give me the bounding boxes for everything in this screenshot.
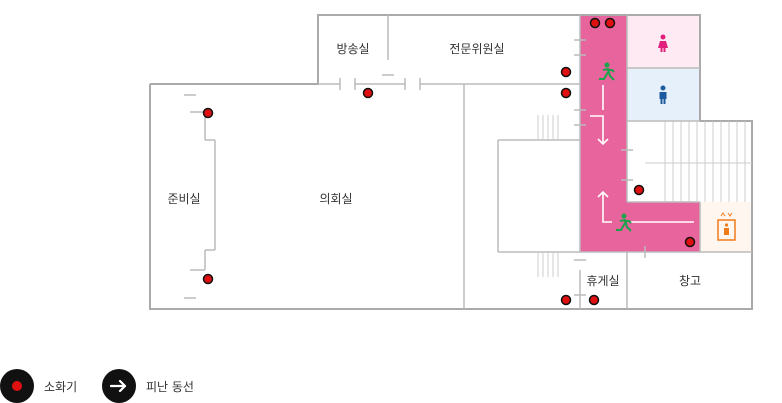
fire-extinguisher-icon bbox=[684, 236, 696, 248]
evacuation-route bbox=[590, 85, 694, 223]
legend-extinguisher: 소화기 bbox=[0, 369, 77, 403]
legend-evacuation-label: 피난 동선 bbox=[146, 379, 194, 394]
fire-extinguisher-icon bbox=[560, 66, 572, 78]
arrow-right-icon bbox=[102, 369, 136, 403]
room-label-committee[interactable]: 전문위원실 bbox=[449, 42, 504, 56]
fire-extinguisher-icon bbox=[560, 294, 572, 306]
room-label-council[interactable]: 의회실 bbox=[319, 192, 352, 206]
running-exit-icon bbox=[599, 62, 615, 81]
elevator-icon bbox=[717, 212, 736, 241]
stairs-left bbox=[537, 115, 559, 277]
evac-arrow-up bbox=[597, 190, 609, 198]
stairs-right bbox=[645, 121, 752, 202]
fire-extinguishers bbox=[202, 17, 696, 306]
door-marks bbox=[184, 39, 646, 299]
female-restroom-icon bbox=[658, 34, 668, 52]
running-exit-icon bbox=[616, 213, 632, 232]
fire-extinguisher-icon bbox=[202, 107, 214, 119]
fire-extinguisher-icon bbox=[589, 17, 601, 29]
fire-extinguisher-icon bbox=[362, 87, 374, 99]
room-label-storage[interactable]: 창고 bbox=[679, 274, 701, 288]
room-label-lounge[interactable]: 휴게실 bbox=[586, 274, 619, 288]
room-label-prep[interactable]: 준비실 bbox=[167, 192, 200, 206]
fire-extinguisher-icon bbox=[560, 87, 572, 99]
room-label-broadcast[interactable]: 방송실 bbox=[336, 42, 369, 56]
fire-extinguisher-icon bbox=[588, 294, 600, 306]
fire-extinguisher-icon bbox=[633, 184, 645, 196]
evac-arrow-down bbox=[590, 115, 604, 144]
floor-plan-map: 방송실 전문위원실 준비실 의회실 휴게실 창고 bbox=[149, 14, 753, 310]
legend-extinguisher-label: 소화기 bbox=[44, 379, 78, 394]
legend-evacuation: 피난 동선 bbox=[102, 369, 194, 403]
fire-extinguisher-icon bbox=[202, 273, 214, 285]
male-restroom-icon bbox=[659, 85, 667, 104]
fire-extinguisher-icon bbox=[604, 17, 616, 29]
fire-extinguisher-icon bbox=[0, 369, 34, 403]
elevator-area[interactable] bbox=[700, 202, 752, 252]
